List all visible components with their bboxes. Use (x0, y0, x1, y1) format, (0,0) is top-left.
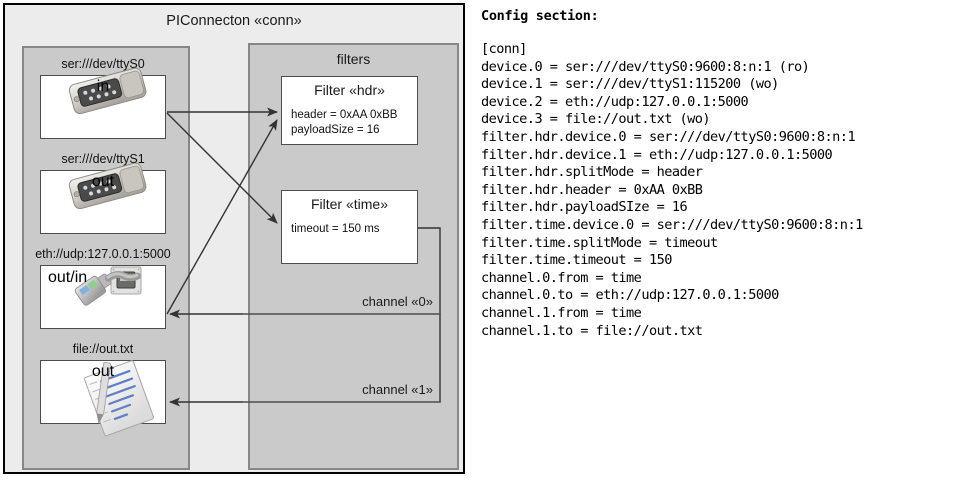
device-label: file://out.txt (72, 342, 134, 356)
filter-attributes: header = 0xAA 0xBB payloadSize = 16 (291, 108, 397, 138)
device-label: ser:///dev/ttyS0 (61, 57, 145, 71)
filter-box-hdr[interactable]: Filter «hdr» header = 0xAA 0xBB payloadS… (281, 76, 418, 145)
filter-attr: timeout = 150 ms (291, 223, 380, 235)
device-direction: out (91, 173, 115, 190)
filters-panel-title: filters (336, 51, 371, 67)
device-label: eth://udp:127.0.0.1:5000 (35, 247, 171, 261)
device-box[interactable]: out (40, 360, 166, 424)
channel-label-0: channel «0» (362, 294, 433, 309)
device-direction: out (91, 363, 115, 380)
connector-title: PIConnecton «conn» (166, 13, 302, 29)
device-label: ser:///dev/ttyS1 (61, 152, 145, 166)
filter-box-time[interactable]: Filter «time» timeout = 150 ms (281, 190, 418, 264)
device-box[interactable]: in (40, 75, 166, 139)
filter-attributes: timeout = 150 ms (291, 222, 380, 237)
device-box[interactable]: out (40, 170, 166, 234)
device-box[interactable]: out/in (40, 265, 166, 329)
config-section: Config section: [conn] device.0 = ser://… (481, 8, 961, 340)
device-direction: out/in (48, 269, 88, 286)
channel-label-1: channel «1» (362, 382, 433, 397)
filter-title: Filter «hdr» (314, 82, 385, 98)
filter-attr: payloadSize = 16 (291, 124, 380, 136)
config-heading: Config section: (481, 8, 599, 24)
filter-title: Filter «time» (310, 196, 389, 212)
device-direction: in (96, 78, 110, 95)
config-lines[interactable]: [conn] device.0 = ser:///dev/ttyS0:9600:… (481, 41, 863, 339)
filter-attr: header = 0xAA 0xBB (291, 109, 398, 121)
